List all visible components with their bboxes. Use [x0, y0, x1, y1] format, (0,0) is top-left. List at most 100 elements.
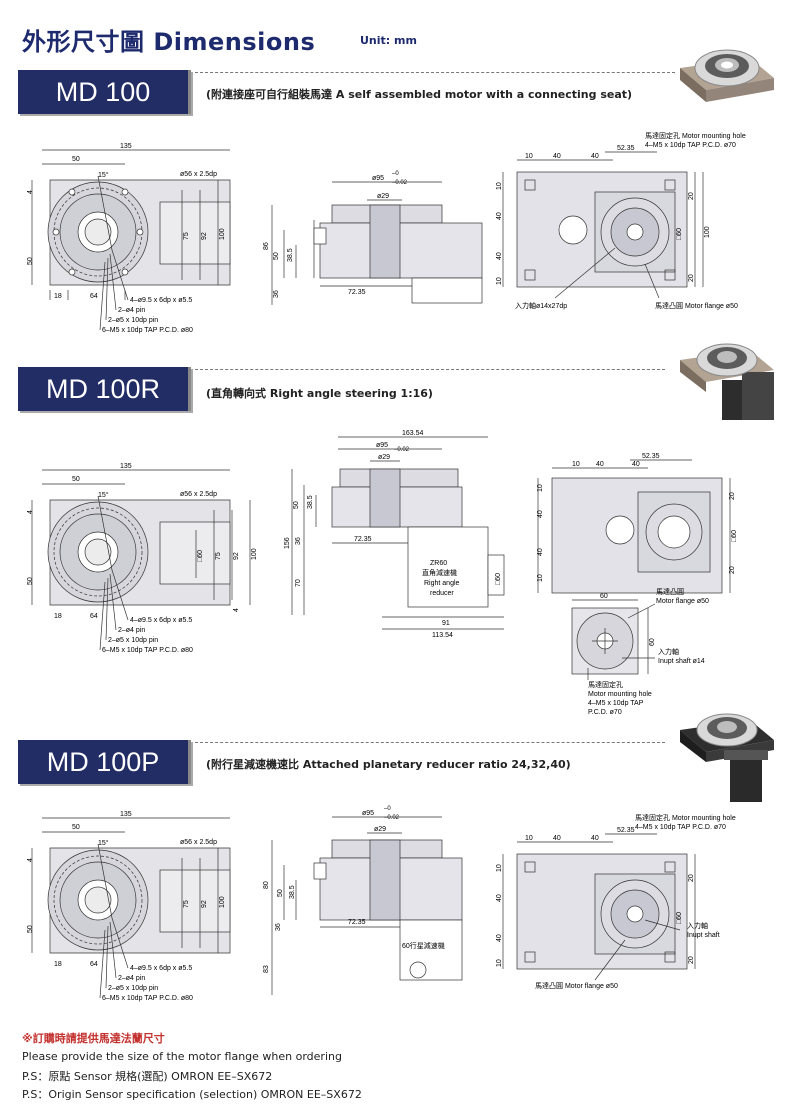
side-view-drawing: 163.54 ø95 –0.02 ø29 50 38.5 156 36 70 7… [282, 425, 522, 649]
dim-h156: 156 [284, 537, 291, 549]
dim-4: 4 [27, 190, 34, 194]
dim-w10: 10 [525, 835, 533, 842]
dim-w10: 10 [572, 461, 580, 468]
dim-50v: 50 [27, 925, 34, 933]
dim-v40a: 40 [496, 894, 503, 902]
zr60: ZR60 [430, 560, 447, 567]
sensor-note-zh: P.S：原點 Sensor 規格(選配) OMRON EE–SX672 [22, 1070, 273, 1083]
callout-pin4: 2–ø4 pin [118, 975, 145, 982]
dim-bolt: ø56 x 2.5dp [180, 171, 217, 178]
dim-v10b: 10 [537, 574, 544, 582]
dim-v40b: 40 [537, 548, 544, 556]
divider [195, 369, 665, 370]
section-description: (直角轉向式 Right angle steering 1:16) [206, 387, 433, 400]
dim-135: 135 [120, 463, 132, 470]
dim-d95: ø95 [376, 442, 388, 449]
dim-v60: □60 [676, 228, 683, 240]
divider [195, 72, 675, 73]
mount-en2: 4–M5 x 10dp TAP [588, 700, 644, 707]
dim-92: 92 [233, 552, 240, 560]
dim-75: 75 [215, 552, 222, 560]
dim-w72: 72.35 [348, 919, 366, 926]
callout-holes: 4–ø9.5 x 6dp x ø5.5 [130, 297, 192, 304]
product-photo [672, 700, 782, 824]
zr-en2: reducer [430, 590, 454, 597]
dim-18: 18 [54, 613, 62, 620]
dim-135: 135 [120, 811, 132, 818]
sensor-note-en: P.S：Origin Sensor specification (selecti… [22, 1088, 362, 1101]
mount-zh: 馬達固定孔 [588, 680, 623, 689]
dim-v60: □60 [731, 530, 738, 542]
callout-holes: 4–ø9.5 x 6dp x ø5.5 [130, 617, 192, 624]
top-view-drawing: 135 50 15° ø56 x 2.5dp □60 75 92 100 4 5… [20, 460, 265, 664]
dim-v40b: 40 [496, 252, 503, 260]
dim-92: 92 [201, 232, 208, 240]
dim-tol-bot: –0.02 [392, 180, 408, 186]
order-note-en: Please provide the size of the motor fla… [22, 1050, 342, 1063]
dim-w52: 52.35 [642, 453, 660, 460]
flange-en: Motor flange ø50 [656, 598, 709, 605]
callout-tap: 6–M5 x 10dp TAP P.C.D. ø80 [102, 995, 193, 1002]
callout-pin4: 2–ø4 pin [118, 627, 145, 634]
dim-bolt: ø56 x 2.5dp [180, 491, 217, 498]
callout-tap: 6–M5 x 10dp TAP P.C.D. ø80 [102, 647, 193, 654]
dim-tol-top: –0 [384, 806, 391, 812]
dim-v20b: 20 [729, 566, 736, 574]
dim-v40b: 40 [496, 934, 503, 942]
dim-15deg: 15° [98, 491, 109, 499]
dim-h50: 50 [277, 889, 284, 897]
dim-v100: 100 [704, 226, 711, 238]
dim-v60b: 60 [649, 638, 656, 646]
dim-64: 64 [90, 613, 98, 620]
dim-100: 100 [219, 896, 226, 908]
dim-64: 64 [90, 961, 98, 968]
dim-tol-bot: –0.02 [384, 815, 400, 821]
dim-v60: □60 [676, 912, 683, 924]
dim-h80: 80 [263, 881, 270, 889]
dim-w52: 52.35 [617, 827, 635, 834]
dim-18: 18 [54, 293, 62, 300]
dim-d95: ø95 [362, 810, 374, 817]
callout-pin5: 2–ø5 x 10dp pin [108, 637, 158, 644]
dim-h38: 38.5 [289, 885, 296, 899]
dim-w52: 52.35 [617, 145, 635, 152]
dim-v10a: 10 [496, 864, 503, 872]
input-shaft: 入力軸ø14x27dp [515, 301, 567, 310]
dim-4: 4 [27, 510, 34, 514]
planet-reducer: 60行星減速機 [402, 941, 445, 950]
dim-50: 50 [72, 824, 80, 831]
dim-h70: 70 [295, 579, 302, 587]
side-view-drawing: ø95 –0 –0.02 ø29 50 38.5 86 36 72.35 [262, 170, 492, 324]
dim-100: 100 [251, 548, 258, 560]
section-description: (附行星減速機速比 Attached planetary reducer rat… [206, 758, 571, 771]
dim-h50: 50 [293, 501, 300, 509]
dim-w40a: 40 [553, 153, 561, 160]
dim-75: 75 [183, 232, 190, 240]
dim-d60: □60 [495, 573, 502, 585]
callout-holes: 4–ø9.5 x 6dp x ø5.5 [130, 965, 192, 972]
model-banner: MD 100 [18, 70, 191, 114]
motor-flange: 馬達凸圓 Motor flange ø50 [655, 301, 738, 310]
dim-h36: 36 [273, 290, 280, 298]
motor-face-drawing: 馬達固定孔 Motor mounting hole 4–M5 x 10dp TA… [495, 130, 785, 319]
dim-v20a: 20 [688, 192, 695, 200]
dim-w10: 10 [525, 153, 533, 160]
dim-h86: 86 [263, 242, 270, 250]
dim-v40a: 40 [537, 510, 544, 518]
mount-en: 4–M5 x 10dp TAP P.C.D. ø70 [645, 142, 736, 149]
dim-50v: 50 [27, 577, 34, 585]
section-description: (附連接座可自行組裝馬達 A self assembled motor with… [206, 88, 633, 101]
mount-en: 4–M5 x 10dp TAP P.C.D. ø70 [635, 824, 726, 831]
dim-w72: 72.35 [348, 289, 366, 296]
shaft-zh: 入力軸 [658, 647, 679, 656]
callout-pin5: 2–ø5 x 10dp pin [108, 985, 158, 992]
top-view-drawing: 135 50 15° ø56 x 2.5dp 75 92 100 4 50 18… [20, 808, 260, 1012]
dim-w40b: 40 [591, 835, 599, 842]
dim-h38: 38.5 [307, 495, 314, 509]
dim-15deg: 15° [98, 171, 109, 179]
dim-h36: 36 [275, 923, 282, 931]
dim-h36: 36 [295, 537, 302, 545]
mount-zh: 馬達固定孔 Motor mounting hole [645, 131, 746, 140]
dim-v20b: 20 [688, 956, 695, 964]
dim-d29: ø29 [378, 454, 390, 461]
